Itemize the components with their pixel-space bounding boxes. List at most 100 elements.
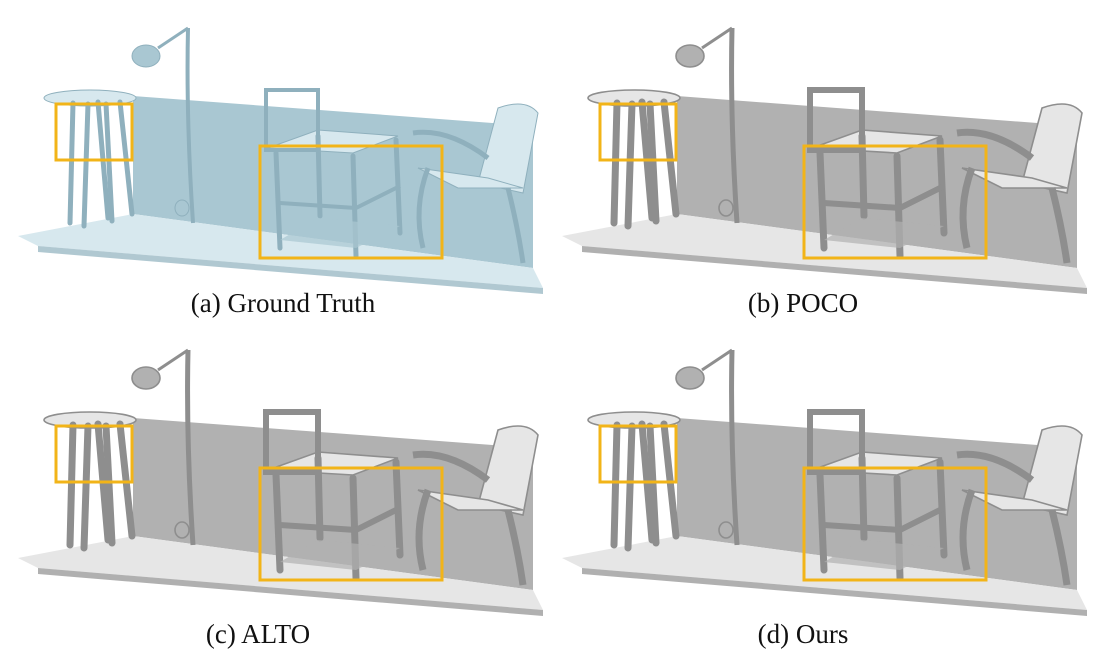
- armchair-back: [1021, 103, 1083, 194]
- table-rail: [898, 183, 946, 211]
- panel-alto: [18, 340, 548, 640]
- table-rail: [279, 201, 357, 210]
- side-table-leg: [80, 422, 92, 552]
- scene-group: [18, 26, 543, 294]
- lamp-shade: [131, 366, 161, 390]
- armchair-arm: [956, 450, 1035, 483]
- back-wall: [677, 418, 1077, 590]
- lamp-pole: [729, 349, 740, 546]
- armchair-seat: [961, 167, 1068, 189]
- floor: [18, 214, 543, 288]
- lamp-base-object: [174, 199, 190, 217]
- floor-edge: [582, 568, 1087, 616]
- armchair-leg: [505, 187, 526, 264]
- frame-back: [263, 409, 321, 475]
- side-table-leg: [646, 100, 660, 225]
- frame-back: [807, 87, 865, 153]
- frame-back: [807, 409, 865, 475]
- highlight-box-table: [258, 466, 444, 582]
- lamp-shade: [131, 44, 161, 68]
- table-rail: [354, 505, 402, 533]
- side-table-leg: [660, 98, 680, 218]
- table-rail: [823, 522, 901, 533]
- armchair-arm: [412, 450, 491, 483]
- side-table-leg: [646, 422, 660, 547]
- lamp-base-object: [718, 521, 734, 539]
- table-base: [280, 540, 400, 570]
- back-wall: [133, 418, 533, 590]
- side-table-leg: [610, 99, 621, 227]
- lamp-shade: [675, 366, 705, 390]
- side-table-leg: [103, 101, 115, 224]
- scene-group: [562, 26, 1087, 294]
- armchair-leg: [959, 166, 976, 249]
- caption-poco: (b) POCO: [747, 288, 859, 318]
- lamp-pole: [729, 27, 740, 224]
- side-table-leg: [66, 421, 77, 549]
- floor-edge: [38, 246, 543, 294]
- table-leg: [273, 150, 283, 251]
- armchair-seat: [417, 167, 524, 189]
- lamp-base-object: [174, 521, 190, 539]
- armchair-back: [477, 425, 539, 516]
- table-rail: [355, 184, 401, 210]
- table-leg: [816, 149, 828, 252]
- highlight-box-side-table: [54, 424, 134, 484]
- table-leg: [816, 471, 828, 574]
- armchair-leg: [959, 488, 976, 571]
- lamp-base-object: [718, 199, 734, 217]
- side-table-leg: [81, 101, 91, 229]
- lamp-arm: [701, 348, 733, 372]
- lamp-arm: [701, 26, 733, 50]
- panel-ground-truth: [18, 18, 548, 318]
- lamp-pole: [185, 349, 196, 546]
- table-rail: [823, 200, 901, 211]
- side-table-leg: [67, 100, 76, 226]
- side-table-leg: [117, 99, 135, 217]
- highlight-box-side-table: [598, 102, 678, 162]
- back-wall: [133, 96, 533, 268]
- side-table-leg: [610, 421, 621, 549]
- scene-group: [18, 348, 543, 616]
- armchair-arm: [956, 128, 1035, 161]
- panel-poco: [562, 18, 1092, 318]
- armchair-seat: [961, 489, 1068, 511]
- scene-render-ours: [562, 348, 1087, 616]
- highlight-box-side-table: [54, 102, 134, 162]
- caption-alto: (c) ALTO: [205, 619, 311, 649]
- table-rail: [279, 522, 357, 533]
- table-rail: [898, 505, 946, 533]
- highlight-box-table: [802, 144, 988, 260]
- armchair-seat: [417, 489, 524, 511]
- table-leg: [272, 471, 284, 574]
- side-table-leg: [102, 422, 116, 547]
- armchair-back: [477, 103, 539, 194]
- lamp-arm: [157, 348, 189, 372]
- armchair-back: [1021, 425, 1083, 516]
- side-table-leg: [116, 420, 136, 540]
- side-table-leg: [624, 100, 636, 230]
- panel-ours: [562, 340, 1092, 640]
- caption-ground-truth: (a) Ground Truth: [190, 288, 376, 318]
- scene-render-alto: [18, 348, 543, 616]
- armchair-arm: [412, 129, 490, 161]
- floor-edge: [38, 568, 543, 616]
- lamp-arm: [157, 26, 189, 50]
- side-table-leg: [660, 420, 680, 540]
- frame-back: [264, 88, 320, 152]
- scene-render-ground-truth: [18, 26, 543, 294]
- highlight-box-side-table: [598, 424, 678, 484]
- side-table-leg: [624, 422, 636, 552]
- floor-edge: [582, 246, 1087, 294]
- table-base: [824, 540, 944, 570]
- table-base: [824, 218, 944, 248]
- armchair-leg: [1048, 509, 1071, 586]
- back-wall: [677, 96, 1077, 268]
- scene-group: [562, 348, 1087, 616]
- caption-ours: (d) Ours: [757, 619, 849, 649]
- scene-render-poco: [562, 26, 1087, 294]
- lamp-shade: [675, 44, 705, 68]
- armchair-leg: [415, 488, 432, 571]
- highlight-box-table: [258, 144, 444, 260]
- highlight-box-table: [802, 466, 988, 582]
